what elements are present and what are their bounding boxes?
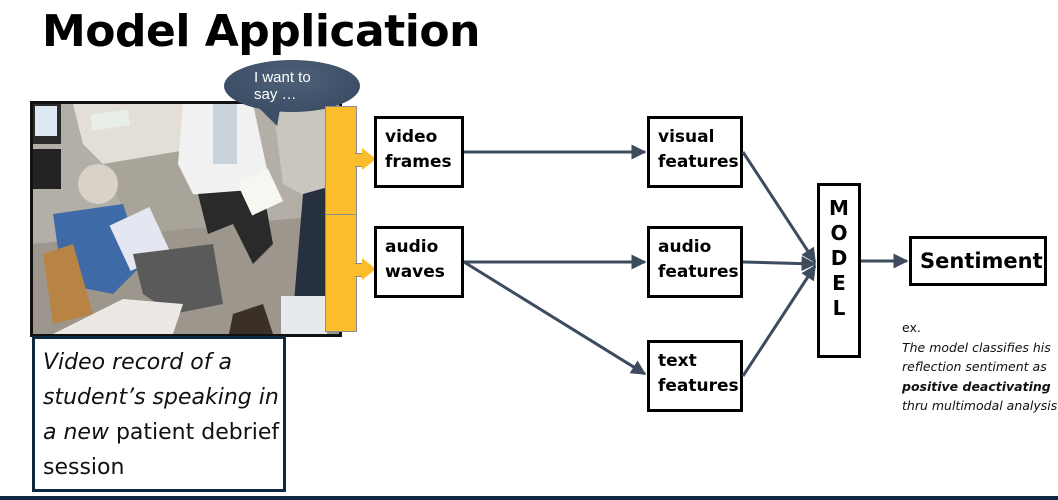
sentiment-label: Sentiment [920, 249, 1043, 273]
note-italic-text-end: thru multimodal analysis [902, 398, 1058, 413]
note-highlight: positive deactivating [902, 378, 1051, 394]
arrow-audio-to-text [463, 260, 647, 376]
split-bar-divider [325, 214, 357, 215]
video-frames-line1: video [385, 127, 438, 147]
caption-italic-text: Video record of a student’s speaking in … [43, 350, 279, 445]
split-bar [325, 106, 357, 332]
speech-bubble-line2: say … [254, 86, 297, 103]
note-italic-text: The model classifies his reflection sent… [902, 339, 1051, 375]
split-arrow-stem-video [355, 153, 363, 167]
sentiment-box: Sentiment [909, 236, 1047, 286]
visual-features-box: visual features [647, 116, 743, 188]
model-letter: O [830, 221, 848, 245]
split-arrow-video-icon [362, 148, 376, 170]
caption-regular-text: patient debrief session [43, 420, 280, 480]
video-frames-line2: frames [385, 152, 452, 172]
split-arrow-audio-icon [362, 258, 376, 280]
model-letter: D [830, 246, 848, 270]
audio-waves-line2: waves [385, 262, 445, 282]
model-letter: M [829, 196, 849, 220]
visual-features-line1: visual [658, 127, 715, 147]
model-letter: E [832, 271, 846, 295]
video-still-image [30, 101, 342, 337]
text-features-box: text features [647, 340, 743, 412]
video-frames-box: video frames [374, 116, 464, 188]
audio-features-box: audio features [647, 226, 743, 298]
text-features-line1: text [658, 351, 697, 371]
video-still-illustration [33, 104, 339, 334]
model-box: M O D E L [817, 183, 861, 358]
note-prefix: ex. [902, 320, 921, 335]
audio-waves-box: audio waves [374, 226, 464, 298]
audio-features-line2: features [658, 262, 739, 282]
footer-divider [0, 496, 1058, 500]
speech-bubble-line1: I want to [254, 69, 311, 86]
video-caption-box: Video record of a student’s speaking in … [32, 336, 286, 492]
arrow-audiofeatures-to-model [742, 256, 817, 272]
visual-features-line2: features [658, 152, 739, 172]
example-note: ex. The model classifies his reflection … [902, 318, 1058, 416]
split-arrow-stem-audio [355, 263, 363, 277]
audio-features-line1: audio [658, 237, 712, 257]
audio-waves-line1: audio [385, 237, 439, 257]
arrow-text-to-model [741, 264, 817, 377]
speech-bubble: I want to say … [224, 60, 360, 112]
arrow-visual-to-model [741, 151, 817, 264]
slide-title: Model Application [42, 6, 480, 57]
model-letter: L [832, 296, 846, 320]
text-features-line2: features [658, 376, 739, 396]
